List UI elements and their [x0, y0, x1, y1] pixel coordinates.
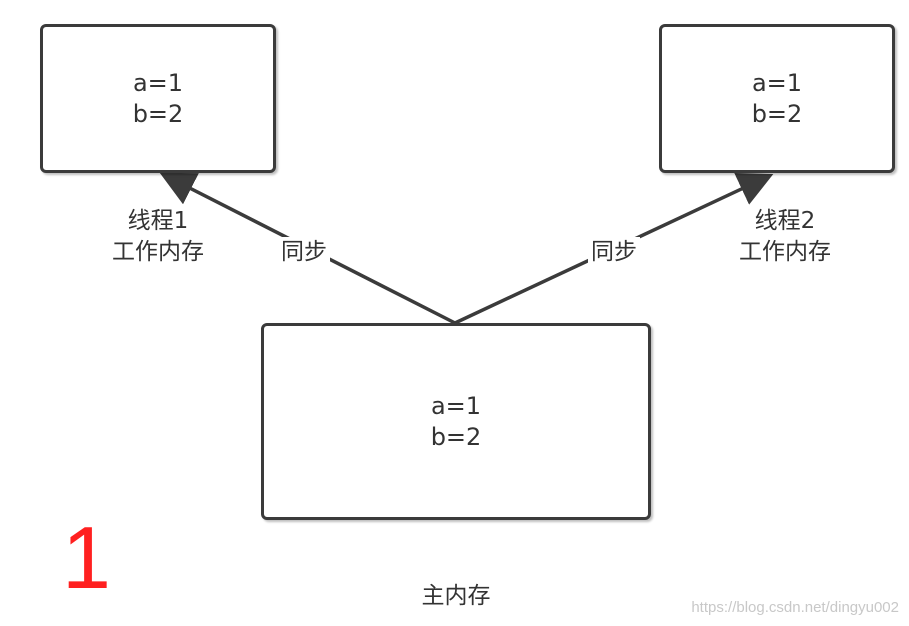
thread1-caption-name: 线程1	[127, 208, 189, 234]
watermark-text: https://blog.csdn.net/dingyu002	[691, 599, 899, 616]
main-var-a: a=1	[430, 391, 482, 420]
thread2-caption: 线程2 工作内存	[715, 206, 855, 268]
thread2-var-b: b=2	[751, 99, 803, 128]
sync-label-thread2: 同步	[588, 237, 640, 268]
main-var-b: b=2	[430, 422, 482, 451]
main-memory-caption: 主内存	[421, 583, 491, 609]
figure-number: 1	[62, 508, 111, 607]
sync-label-thread1: 同步	[278, 237, 330, 268]
thread1-var-b: b=2	[132, 99, 184, 128]
thread1-caption-type: 工作内存	[112, 239, 204, 265]
thread2-caption-type: 工作内存	[739, 239, 831, 265]
thread2-caption-name: 线程2	[754, 208, 816, 234]
thread1-var-a: a=1	[132, 68, 184, 97]
thread1-memory-box: a=1 b=2	[40, 24, 276, 173]
main-memory-box: a=1 b=2	[261, 323, 651, 520]
thread2-var-a: a=1	[751, 68, 803, 97]
thread1-caption: 线程1 工作内存	[88, 206, 228, 268]
thread2-memory-box: a=1 b=2	[659, 24, 895, 173]
